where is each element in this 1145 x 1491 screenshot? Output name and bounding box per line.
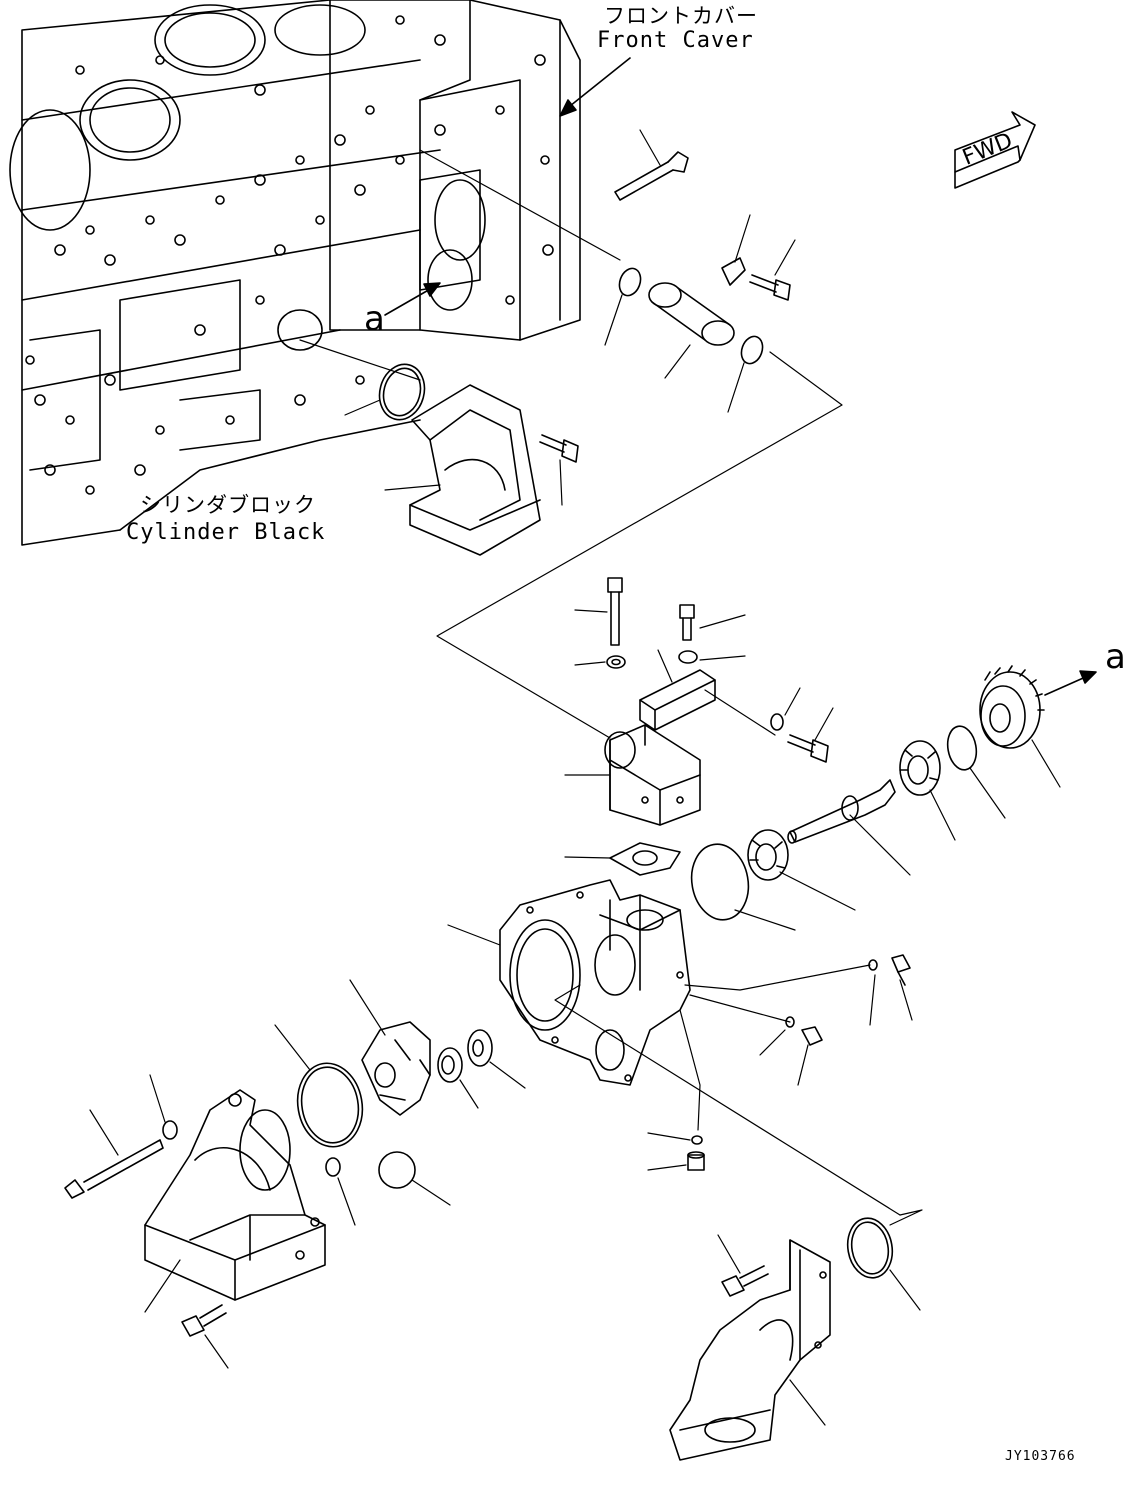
small-bolt-upper-right (749, 274, 791, 301)
impeller (361, 1021, 431, 1116)
drawing-code: JY103766 (1005, 1449, 1076, 1464)
bolt-right-middle (787, 734, 829, 763)
arrowhead-a-top (423, 282, 441, 297)
long-bolt-upper (614, 151, 689, 201)
o-ring-tiny-lower (325, 1157, 341, 1177)
cylinder-block-label-en: Cylinder Black (126, 520, 326, 545)
o-ring-lower-right (846, 1217, 894, 1279)
water-pump-body (499, 879, 691, 1086)
plug-right-mid (801, 1026, 823, 1046)
thermostat-housing (604, 724, 701, 826)
cylinder-block-label-jp: シリンダブロック (140, 493, 316, 517)
washer-middle-left (606, 655, 626, 669)
bearing-lower (747, 829, 789, 881)
o-ring-large-upper (378, 363, 426, 421)
o-ring-small-upper (618, 267, 642, 297)
washer-lower-left (162, 1120, 178, 1140)
seal-nut (467, 1029, 493, 1067)
pulley-gear (979, 665, 1045, 749)
washer-right-middle (770, 713, 784, 731)
plug-ring-right-mid (785, 1016, 795, 1028)
pipe-tube (648, 282, 735, 346)
drain-ring (691, 1135, 703, 1145)
bracket-bar (639, 669, 716, 731)
plug-ring-right-top (868, 959, 878, 971)
long-bolt-lower-left (64, 1139, 164, 1199)
fwd-arrow-outline (954, 111, 1036, 173)
cylinder-block (9, 0, 581, 546)
leader-front-cover (564, 57, 631, 111)
elbow-housing-upper (409, 384, 541, 556)
arrowhead-front-cover (559, 99, 577, 117)
elbow-housing-lower (669, 1239, 831, 1461)
gasket (609, 842, 681, 876)
front-cover-label-en: Front Caver (597, 28, 754, 53)
bolt-bottom-left (181, 1304, 227, 1337)
short-bolt-middle (679, 604, 695, 641)
seal-unit (437, 1047, 463, 1083)
front-cover-label-jp: フロントカバー (604, 4, 758, 28)
drain-plug (687, 1151, 705, 1171)
leader-a-top (384, 287, 433, 316)
o-ring-small-upper-2 (740, 335, 764, 365)
ref-a-top: a (364, 299, 385, 339)
cover-cap (378, 1151, 416, 1189)
ref-a-right: a (1105, 637, 1126, 677)
pump-cover-lower-left (144, 1089, 326, 1301)
clip (721, 257, 746, 286)
o-ring-lower-left (296, 1062, 364, 1148)
pump-shaft (787, 779, 896, 844)
snap-ring (946, 725, 978, 771)
bolt-lower-right (721, 1265, 769, 1297)
plug-right-top (891, 954, 911, 986)
bearing-upper (899, 740, 941, 796)
washer-middle-right (678, 650, 698, 664)
tall-bolt-middle (607, 577, 623, 646)
bolt-elbow-upper (539, 434, 579, 463)
o-ring-large-middle (690, 843, 750, 921)
